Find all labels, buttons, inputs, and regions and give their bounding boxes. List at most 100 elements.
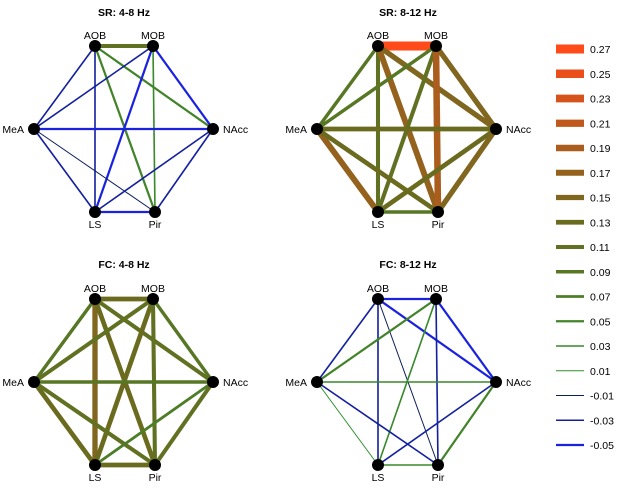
node-label-ls: LS — [89, 219, 102, 231]
node-label-mob: MOB — [141, 283, 165, 295]
edge-mea-ls — [32, 380, 97, 467]
edge-aob-mea — [316, 298, 379, 383]
legend-label: 0.27 — [590, 44, 611, 56]
legend-label: 0.15 — [590, 193, 611, 205]
node-label-ls: LS — [372, 472, 385, 484]
edge-aob-mea — [315, 44, 380, 131]
edge-mob-mea — [316, 298, 437, 383]
node-pir — [432, 206, 444, 218]
legend-label: 0.17 — [590, 168, 611, 180]
node-label-mob: MOB — [141, 30, 165, 42]
legend-label: -0.05 — [590, 440, 614, 452]
edge-mea-ls — [33, 128, 96, 213]
edge-mob-mea — [32, 297, 155, 384]
panel-title: FC: 4-8 Hz — [98, 259, 149, 271]
node-pir — [432, 459, 444, 471]
node-aob — [89, 40, 101, 52]
node-label-aob: AOB — [367, 283, 389, 295]
legend-label: 0.19 — [590, 143, 611, 155]
node-label-pir: Pir — [149, 472, 162, 484]
node-mob — [430, 293, 442, 305]
node-label-mea: MeA — [2, 377, 24, 389]
edge-mob-nacc — [152, 45, 214, 130]
edge-nacc-pir — [154, 128, 214, 213]
node-label-mob: MOB — [424, 30, 448, 42]
node-label-ls: LS — [372, 219, 385, 231]
legend-label: 0.21 — [590, 118, 611, 130]
edge-mob-mea — [33, 45, 154, 130]
edge-mea-pir — [32, 380, 157, 467]
node-mob — [147, 293, 159, 305]
edge-mob-nacc — [433, 44, 499, 131]
legend-label: 0.05 — [590, 316, 611, 328]
edge-nacc-pir — [437, 381, 497, 466]
node-label-aob: AOB — [84, 30, 106, 42]
edge-mob-nacc — [151, 297, 215, 384]
node-label-mea: MeA — [285, 124, 307, 136]
edge-nacc-ls — [94, 380, 214, 467]
node-ls — [372, 459, 384, 471]
node-mea — [311, 123, 323, 135]
node-mea — [28, 376, 40, 388]
edge-nacc-pir — [153, 380, 215, 467]
legend-label: 0.09 — [590, 267, 611, 279]
node-aob — [89, 293, 101, 305]
legend-label: 0.03 — [590, 341, 611, 353]
node-label-aob: AOB — [367, 30, 389, 42]
node-nacc — [490, 376, 502, 388]
edge-nacc-ls — [376, 127, 498, 214]
legend-label: 0.25 — [590, 69, 611, 81]
edge-mea-ls — [316, 381, 379, 466]
legend-label: 0.23 — [590, 94, 611, 106]
node-label-mob: MOB — [424, 283, 448, 295]
edge-mea-pir — [316, 381, 439, 466]
node-nacc — [207, 376, 219, 388]
node-label-nacc: NAcc — [223, 124, 248, 136]
edge-nacc-ls — [94, 128, 214, 213]
legend-label: 0.11 — [590, 242, 610, 254]
node-label-aob: AOB — [84, 283, 106, 295]
edge-mob-nacc — [435, 298, 497, 383]
edge-aob-mea — [33, 45, 96, 130]
edge-aob-mea — [32, 297, 97, 384]
node-label-pir: Pir — [432, 219, 445, 231]
node-mea — [28, 123, 40, 135]
legend-label: -0.01 — [590, 391, 614, 403]
node-label-mea: MeA — [285, 377, 307, 389]
panel-title: SR: 4-8 Hz — [98, 7, 150, 19]
node-nacc — [207, 123, 219, 135]
node-label-nacc: NAcc — [223, 377, 248, 389]
color-legend: 0.27 0.25 0.23 0.21 0.19 0.17 0.15 0.13 0.11 0.09… — [556, 44, 614, 452]
node-label-nacc: NAcc — [506, 124, 531, 136]
legend-label: -0.03 — [590, 415, 614, 427]
node-label-pir: Pir — [149, 219, 162, 231]
node-aob — [372, 293, 384, 305]
node-ls — [372, 206, 384, 218]
legend-label: 0.01 — [590, 366, 611, 378]
edge-mea-pir — [315, 127, 440, 214]
legend-label: 0.07 — [590, 292, 611, 304]
node-mea — [311, 376, 323, 388]
edge-mea-ls — [314, 127, 381, 214]
edge-nacc-pir — [435, 127, 499, 214]
node-label-pir: Pir — [432, 472, 445, 484]
edge-mea-pir — [33, 128, 156, 213]
node-nacc — [490, 123, 502, 135]
panel-title: FC: 8-12 Hz — [379, 259, 436, 271]
node-pir — [149, 459, 161, 471]
panel-title: SR: 8-12 Hz — [379, 7, 437, 19]
node-pir — [149, 206, 161, 218]
node-mob — [147, 40, 159, 52]
legend-label: 0.13 — [590, 217, 611, 229]
node-label-nacc: NAcc — [506, 377, 531, 389]
node-label-mea: MeA — [2, 124, 24, 136]
node-ls — [89, 459, 101, 471]
node-label-ls: LS — [89, 472, 102, 484]
node-ls — [89, 206, 101, 218]
